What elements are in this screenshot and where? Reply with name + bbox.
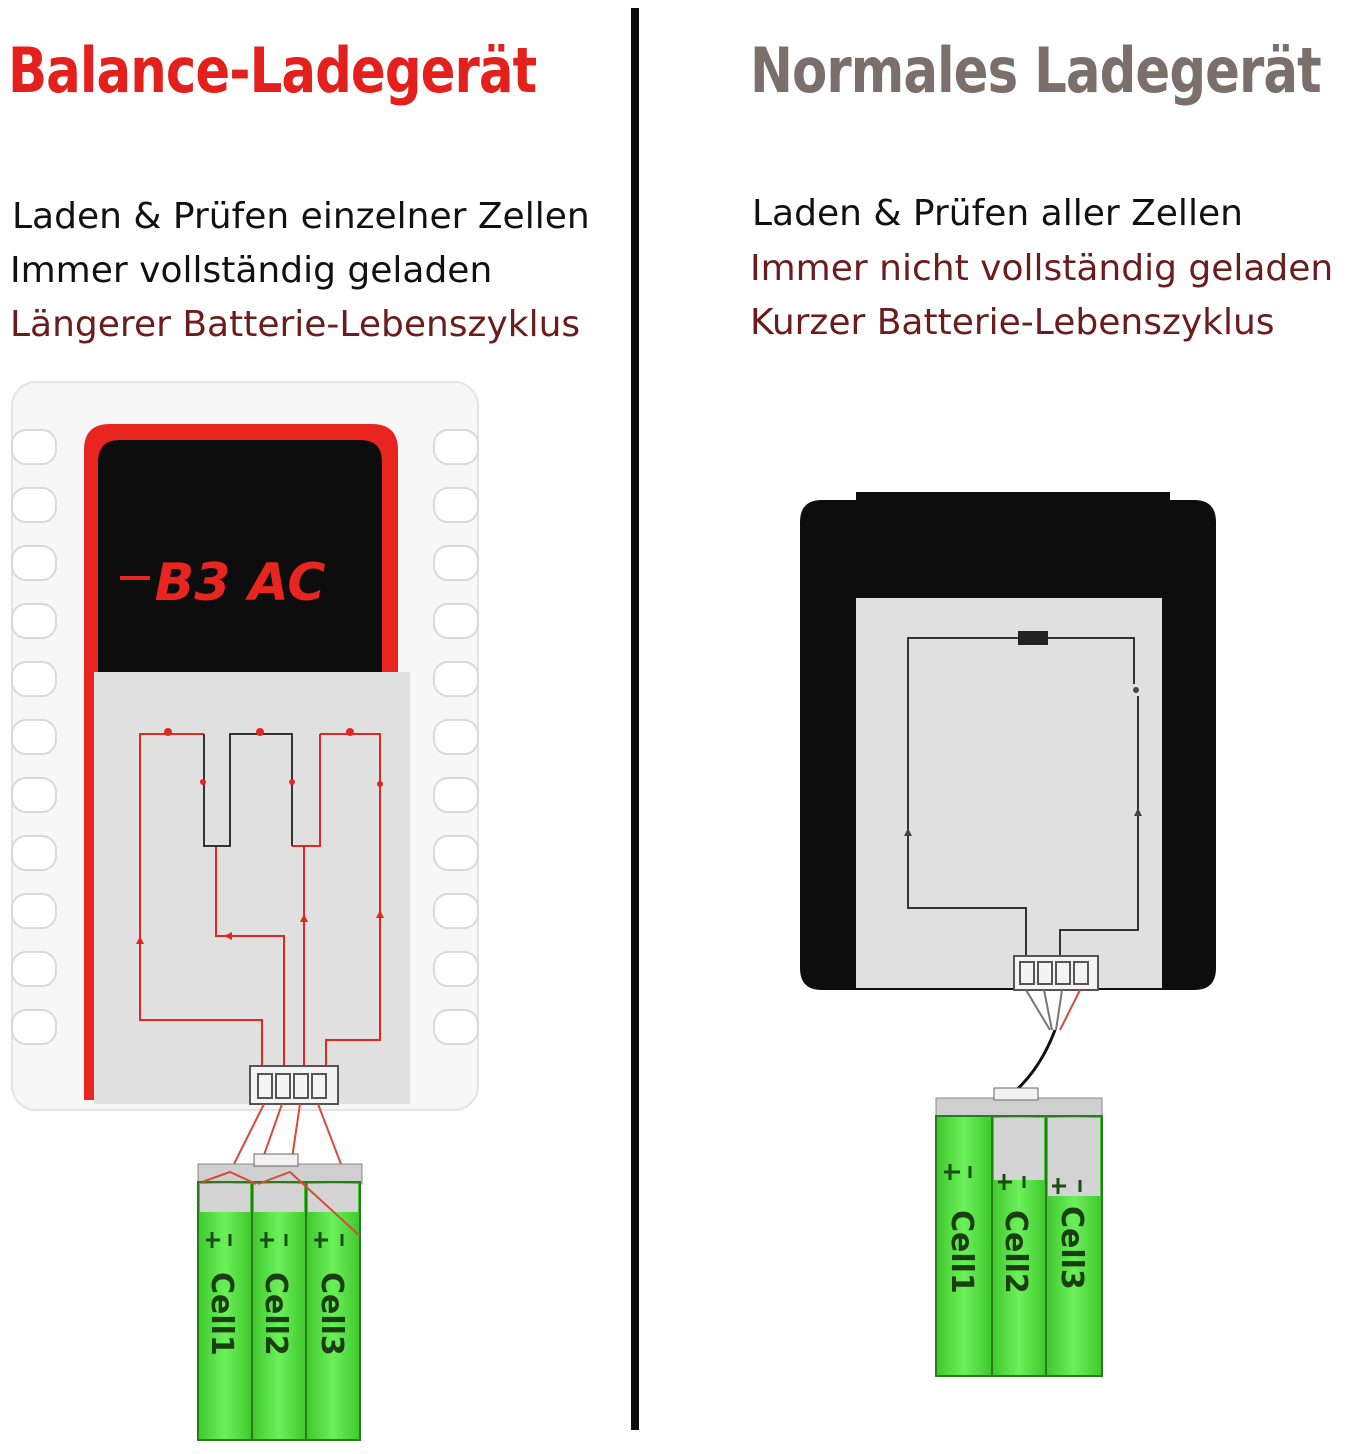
left-cell2-label: Cell2 [258,1272,293,1356]
right-feature-2: Immer nicht vollständig geladen [750,248,1334,289]
balance-circuit-dark [203,733,293,847]
left-cell-symbols [206,1232,344,1248]
left-feature-1: Laden & Prüfen einzelner Zellen [12,196,590,237]
balance-circuit-red [139,733,381,1066]
left-battery-pack: Cell1 Cell2 Cell3 [197,1153,363,1441]
right-feature-3: Kurzer Batterie-Lebenszyklus [750,302,1275,343]
right-wires [1011,989,1081,1096]
normal-charger-device [800,492,1216,991]
brand-logo: B3 AC [155,553,326,613]
left-cell3-label: Cell3 [314,1272,349,1356]
right-battery-pack: Cell1 Cell2 Cell3 [935,1087,1103,1377]
right-cell3-label: Cell3 [1054,1206,1089,1290]
balance-charger-title: Balance-Ladegerät [8,34,537,107]
right-cell-symbols [944,1164,1082,1194]
right-cell2-label: Cell2 [998,1210,1033,1294]
right-cell1-label: Cell1 [944,1210,979,1294]
left-feature-3: Längerer Batterie-Lebenszyklus [10,304,581,345]
circuit-panel [94,672,410,1104]
right-grip-ridges [433,429,479,1045]
balance-charger-device: B3 AC [11,381,479,1111]
left-grip-ridges [11,429,57,1045]
left-feature-2: Immer vollständig geladen [10,250,493,291]
center-divider [631,8,639,1430]
normal-charger-title: Normales Ladegerät [750,34,1322,107]
right-feature-1: Laden & Prüfen aller Zellen [752,193,1243,234]
left-cell1-label: Cell1 [204,1272,239,1356]
circuit-markers [136,728,384,944]
switch-component [1018,631,1048,645]
